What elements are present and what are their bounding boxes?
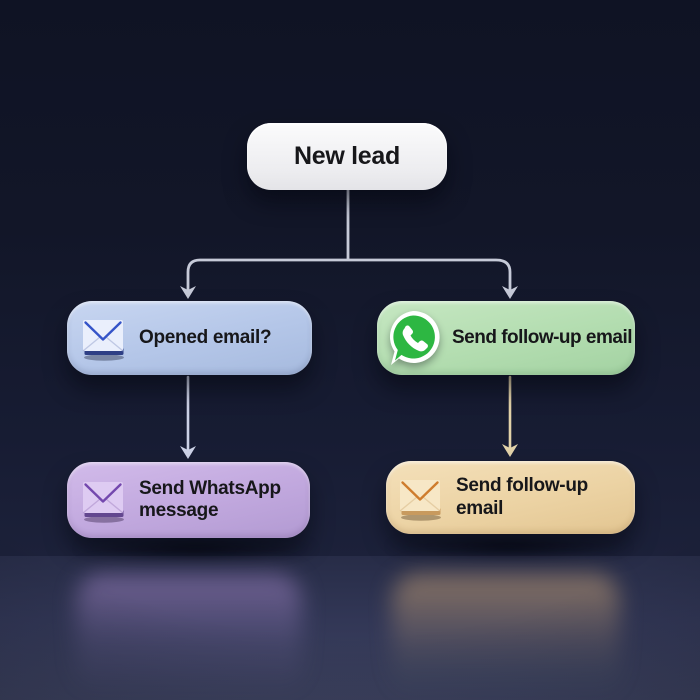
- node-opened-email-label: Opened email?: [139, 326, 272, 348]
- node-opened-email: Opened email?: [67, 301, 312, 375]
- node-send-followup: Send follow-up email: [386, 461, 635, 534]
- floor-shadow-right: [388, 534, 630, 558]
- envelope-icon: [79, 315, 127, 361]
- node-whatsapp-followup: Send follow-up email: [377, 301, 635, 375]
- floor-shadow-left: [76, 536, 316, 560]
- node-whatsapp-followup-label: Send follow-up email: [452, 326, 633, 348]
- envelope-icon: [79, 477, 127, 523]
- floor-reflection-purple: [76, 574, 302, 694]
- whatsapp-icon: [384, 309, 442, 367]
- node-new-lead-label: New lead: [294, 141, 400, 170]
- node-send-whatsapp: Send WhatsApp message: [67, 462, 310, 538]
- envelope-icon: [396, 475, 444, 521]
- node-send-whatsapp-label: Send WhatsApp message: [139, 477, 281, 521]
- node-send-followup-label: Send follow-up email: [456, 475, 588, 519]
- floor-reflection-orange: [392, 574, 620, 700]
- node-new-lead: New lead: [247, 123, 447, 190]
